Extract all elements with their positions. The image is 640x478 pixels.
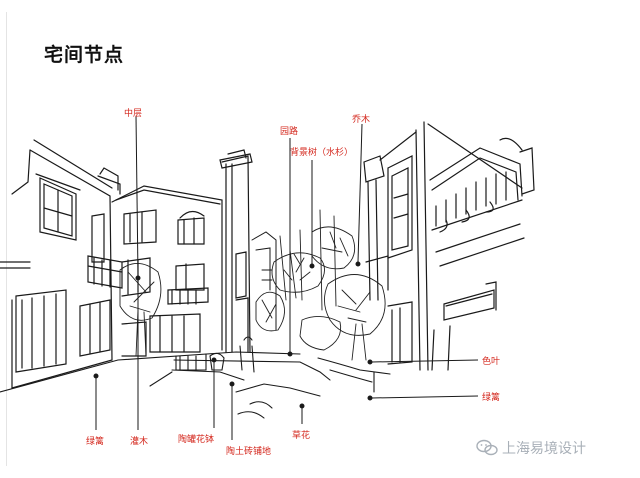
page-title: 宅间节点	[44, 44, 125, 66]
label-yuanlu: 园路	[280, 127, 299, 137]
label-lvli-left: 绿篱	[86, 437, 105, 447]
wechat-icon	[476, 439, 498, 456]
label-zhongceng: 中层	[124, 109, 143, 119]
label-seye: 色叶	[482, 357, 501, 367]
label-guanmu: 灌木	[130, 437, 149, 447]
ground	[0, 336, 391, 419]
label-taotuzhuanpudi: 陶土砖铺地	[226, 447, 272, 457]
leader-qiaomu	[357, 123, 363, 263]
leader-seye	[371, 359, 479, 363]
label-beijingshu: 背景树（水杉）	[290, 148, 354, 158]
leader-zhongceng	[135, 115, 139, 277]
left-building	[0, 139, 123, 389]
watermark: 上海易境设计	[476, 438, 586, 458]
center-building	[111, 149, 253, 357]
page-edge-rule	[6, 12, 7, 466]
label-qiaomu: 乔木	[352, 115, 371, 125]
leader-lines	[93, 115, 479, 440]
right-building	[363, 121, 535, 371]
trees	[119, 209, 386, 361]
label-caohua: 草花	[292, 431, 311, 441]
watermark-text: 上海易境设计	[502, 441, 586, 457]
label-lvli-right: 绿篱	[482, 393, 501, 403]
label-taoguanhuabo: 陶罐花钵	[178, 435, 215, 445]
leader-lvli-right	[371, 395, 479, 399]
